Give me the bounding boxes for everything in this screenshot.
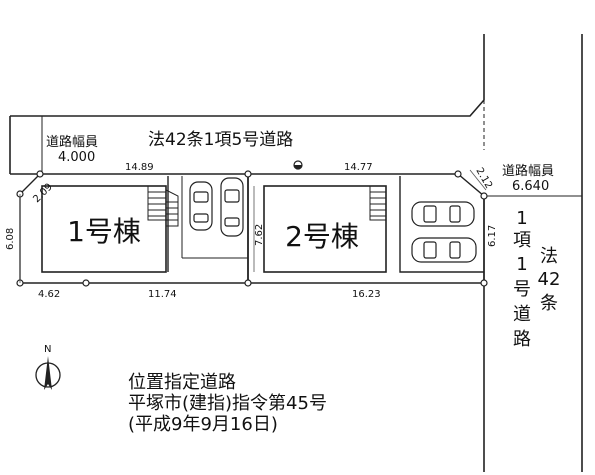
dim-top-left: 14.89 xyxy=(125,162,154,173)
right-road-name-char: 条 xyxy=(540,293,558,314)
dim-middle-depth: 7.62 xyxy=(254,224,265,246)
right-road-name-char: 路 xyxy=(513,329,531,350)
dim-bottom-2: 11.74 xyxy=(148,289,177,300)
car-2 xyxy=(220,177,244,237)
car-3 xyxy=(411,201,475,227)
dim-right-side: 6.17 xyxy=(487,225,498,247)
top-road-width-label: 道路幅員 xyxy=(46,134,98,150)
lot-boundary xyxy=(19,173,485,284)
building-1-footprint xyxy=(41,185,167,273)
car-1 xyxy=(189,181,213,231)
right-road-width-label: 道路幅員 xyxy=(502,163,554,179)
top-road-name: 法42条1項5号道路 xyxy=(148,130,293,150)
building-2-footprint xyxy=(263,185,387,273)
right-road-name-char: 号 xyxy=(513,279,531,300)
north-label: N xyxy=(44,344,51,355)
right-road-name-char: 法 xyxy=(540,246,558,267)
dim-left-side: 6.08 xyxy=(5,228,16,250)
center-marker xyxy=(293,160,303,170)
building-1-label: 1号棟 xyxy=(67,215,141,248)
dim-corner-left: 2.09 xyxy=(31,182,55,206)
designation-note: 位置指定道路 平塚市(建指)指令第45号 (平成9年9月16日) xyxy=(128,372,327,435)
right-road-name-char: 1 xyxy=(516,254,527,275)
building-2-label: 2号棟 xyxy=(285,220,359,253)
top-road-width-value: 4.000 xyxy=(58,150,95,165)
right-road-name-char: 項 xyxy=(513,230,531,251)
north-arrow: N xyxy=(35,344,61,390)
note-line-3: (平成9年9月16日) xyxy=(128,414,278,435)
north-arrow-icon xyxy=(44,356,52,390)
dim-top-right: 14.77 xyxy=(344,162,373,173)
dim-bottom-3: 16.23 xyxy=(352,289,381,300)
right-road-name-char: 1 xyxy=(516,208,527,229)
stairs-1 xyxy=(147,185,179,227)
right-road-name-char: 42 xyxy=(538,269,561,290)
right-road-name-char: 道 xyxy=(513,304,531,325)
road-boundaries xyxy=(9,34,583,472)
note-line-2: 平塚市(建指)指令第45号 xyxy=(128,393,327,414)
right-road-width-value: 6.640 xyxy=(512,179,549,194)
stairs-2 xyxy=(369,185,387,221)
right-road-name: 1 項 1 号 道 路 法 42 条 xyxy=(513,208,560,350)
dimension-lines xyxy=(19,169,487,283)
car-4 xyxy=(411,237,477,263)
walls xyxy=(167,176,484,273)
top-road-north-edge xyxy=(10,34,485,117)
dim-bottom-1: 4.62 xyxy=(38,289,60,300)
boundary-markers xyxy=(16,170,488,287)
note-line-1: 位置指定道路 xyxy=(128,372,236,393)
